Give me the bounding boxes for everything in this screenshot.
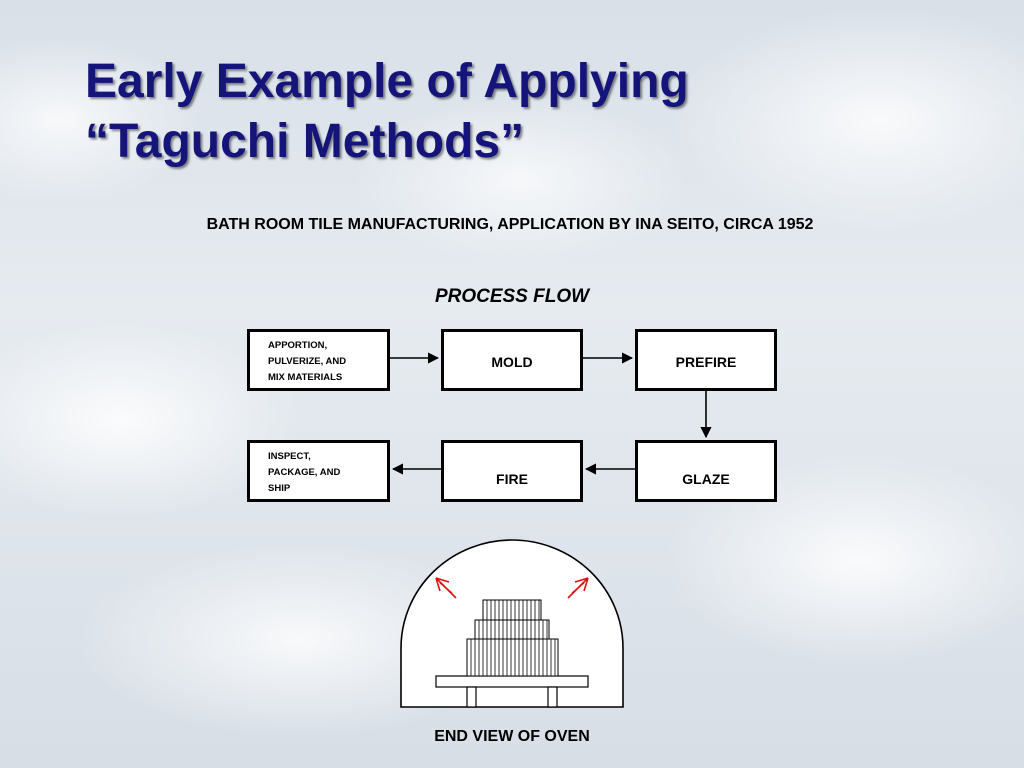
kiln-car-leg-right <box>547 686 558 708</box>
kiln-car-leg-left <box>466 686 477 708</box>
step-apportion-line-2: PULVERIZE, AND <box>268 356 347 367</box>
slide-subtitle: BATH ROOM TILE MANUFACTURING, APPLICATIO… <box>206 216 814 233</box>
step-mold-label: MOLD <box>491 354 533 370</box>
step-prefire-box: PREFIRE <box>635 329 777 391</box>
step-prefire-label: PREFIRE <box>675 354 737 370</box>
step-apportion-line-1: APPORTION, <box>268 340 328 351</box>
title-line-2: “Taguchi Methods” <box>85 115 525 168</box>
step-mold-box: MOLD <box>441 329 583 391</box>
step-inspect-box: INSPECT, PACKAGE, AND SHIP <box>247 440 390 502</box>
kiln-car-platform <box>435 675 589 688</box>
process-flow-heading: PROCESS FLOW <box>434 286 590 307</box>
tile-stack-top <box>482 599 542 621</box>
oven-caption: END VIEW OF OVEN <box>434 728 590 745</box>
step-glaze-box: GLAZE <box>635 440 777 502</box>
step-inspect-line-1: INSPECT, <box>268 451 311 462</box>
heat-arrow-left-icon <box>435 577 457 599</box>
oven-diagram <box>400 539 624 708</box>
heat-arrow-right-icon <box>567 577 589 599</box>
slide-title: Early Example of Applying “Taguchi Metho… <box>85 52 965 172</box>
tile-stack-bottom <box>466 638 559 677</box>
step-apportion-box: APPORTION, PULVERIZE, AND MIX MATERIALS <box>247 329 390 391</box>
tile-stack-middle <box>474 619 550 640</box>
step-glaze-label: GLAZE <box>682 471 730 487</box>
step-fire-label: FIRE <box>496 471 528 487</box>
step-inspect-line-3: SHIP <box>268 483 291 494</box>
step-inspect-line-2: PACKAGE, AND <box>268 467 341 478</box>
step-apportion-line-3: MIX MATERIALS <box>268 372 343 383</box>
title-line-1: Early Example of Applying <box>85 55 689 108</box>
step-fire-box: FIRE <box>441 440 583 502</box>
